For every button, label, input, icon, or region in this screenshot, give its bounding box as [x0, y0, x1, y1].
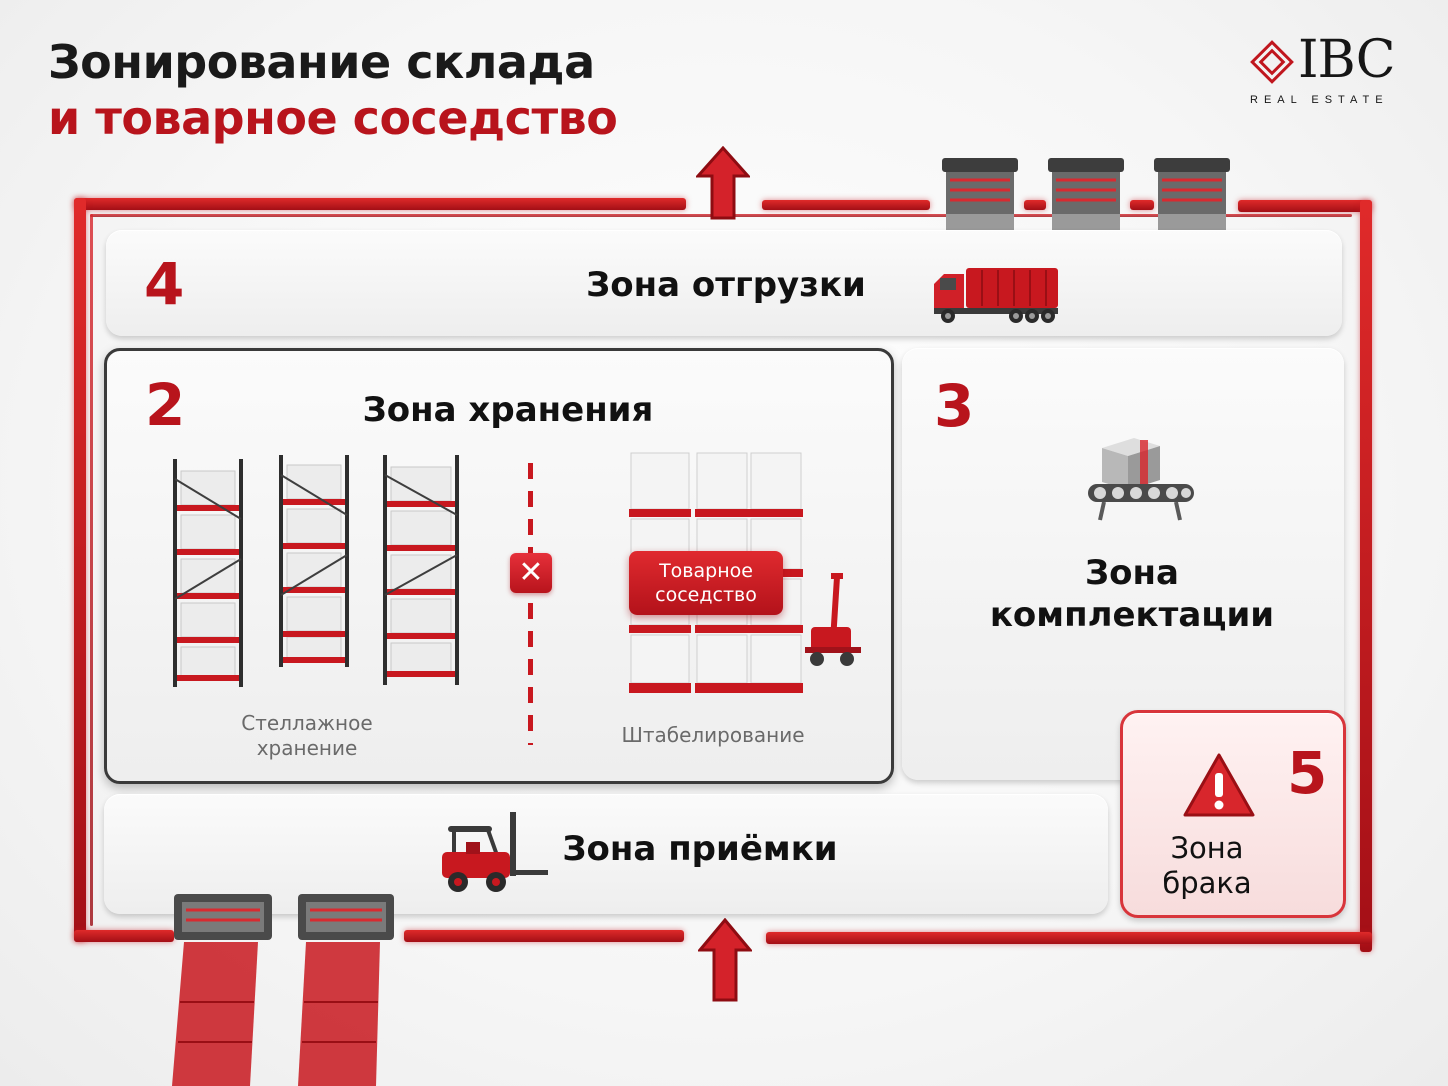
zone-defect[interactable]: 5 Зона брака: [1120, 710, 1346, 918]
page-title: Зонирование склада и товарное соседство: [48, 34, 618, 146]
wall-top-right: [1238, 200, 1372, 212]
stack-caption: Штабелирование: [621, 723, 805, 747]
rack-caption: Стеллажное хранение: [241, 711, 373, 760]
arrow-up-icon: [696, 146, 750, 220]
logo-brand: IBC: [1298, 30, 1396, 90]
title-line-2: и товарное соседство: [48, 91, 618, 145]
warning-triangle-icon: [1181, 751, 1257, 821]
zone-shipping[interactable]: 4 Зона отгрузки: [106, 230, 1342, 336]
wall-top-seg2: [1130, 200, 1154, 210]
pallet-jack-icon: [803, 567, 863, 671]
cross-icon: ✕: [510, 553, 552, 593]
zone-storage[interactable]: 2 Зона хранения: [104, 348, 894, 784]
rack-icon: [381, 455, 461, 687]
inner-line-left: [90, 214, 93, 926]
rack-icon: [277, 455, 351, 669]
dock-truck-icon: [296, 892, 396, 1086]
dock-truck-icon: [170, 892, 276, 1086]
diamond-logo-icon: [1248, 38, 1296, 86]
forklift-icon: [438, 808, 550, 894]
wall-left: [74, 198, 86, 942]
logo-tagline: REAL ESTATE: [1250, 94, 1389, 106]
zone-picking[interactable]: 3 Зона комплектации: [902, 348, 1344, 780]
wall-bottom-right: [766, 932, 1372, 944]
zone-label: Зона хранения: [362, 390, 654, 430]
zone-divider: [528, 463, 533, 745]
truck-icon: [932, 264, 1062, 326]
wall-bottom-left: [74, 930, 174, 942]
zone-label: Зона комплектации: [989, 553, 1275, 635]
wall-top-seg: [1024, 200, 1046, 210]
rack-icon: [171, 459, 245, 689]
wall-right: [1360, 200, 1372, 952]
zone-number: 3: [934, 372, 975, 440]
title-line-1: Зонирование склада: [48, 35, 595, 89]
wall-top-mid: [762, 200, 930, 210]
conveyor-box-icon: [1084, 434, 1200, 524]
zone-number: 2: [145, 371, 186, 439]
zone-receiving[interactable]: Зона приёмки: [104, 794, 1108, 914]
wall-top-left: [74, 198, 686, 210]
zone-number: 4: [144, 250, 185, 318]
zone-number: 5: [1287, 739, 1328, 807]
neighborhood-badge: Товарное соседство: [629, 551, 783, 615]
zone-label: Зона приёмки: [562, 829, 838, 869]
arrow-up-icon: [698, 918, 752, 1002]
zone-label: Зона брака: [1162, 831, 1252, 900]
wall-bottom-mid: [404, 930, 684, 942]
zone-label: Зона отгрузки: [586, 265, 866, 305]
dock-door-icon: [940, 156, 1020, 248]
